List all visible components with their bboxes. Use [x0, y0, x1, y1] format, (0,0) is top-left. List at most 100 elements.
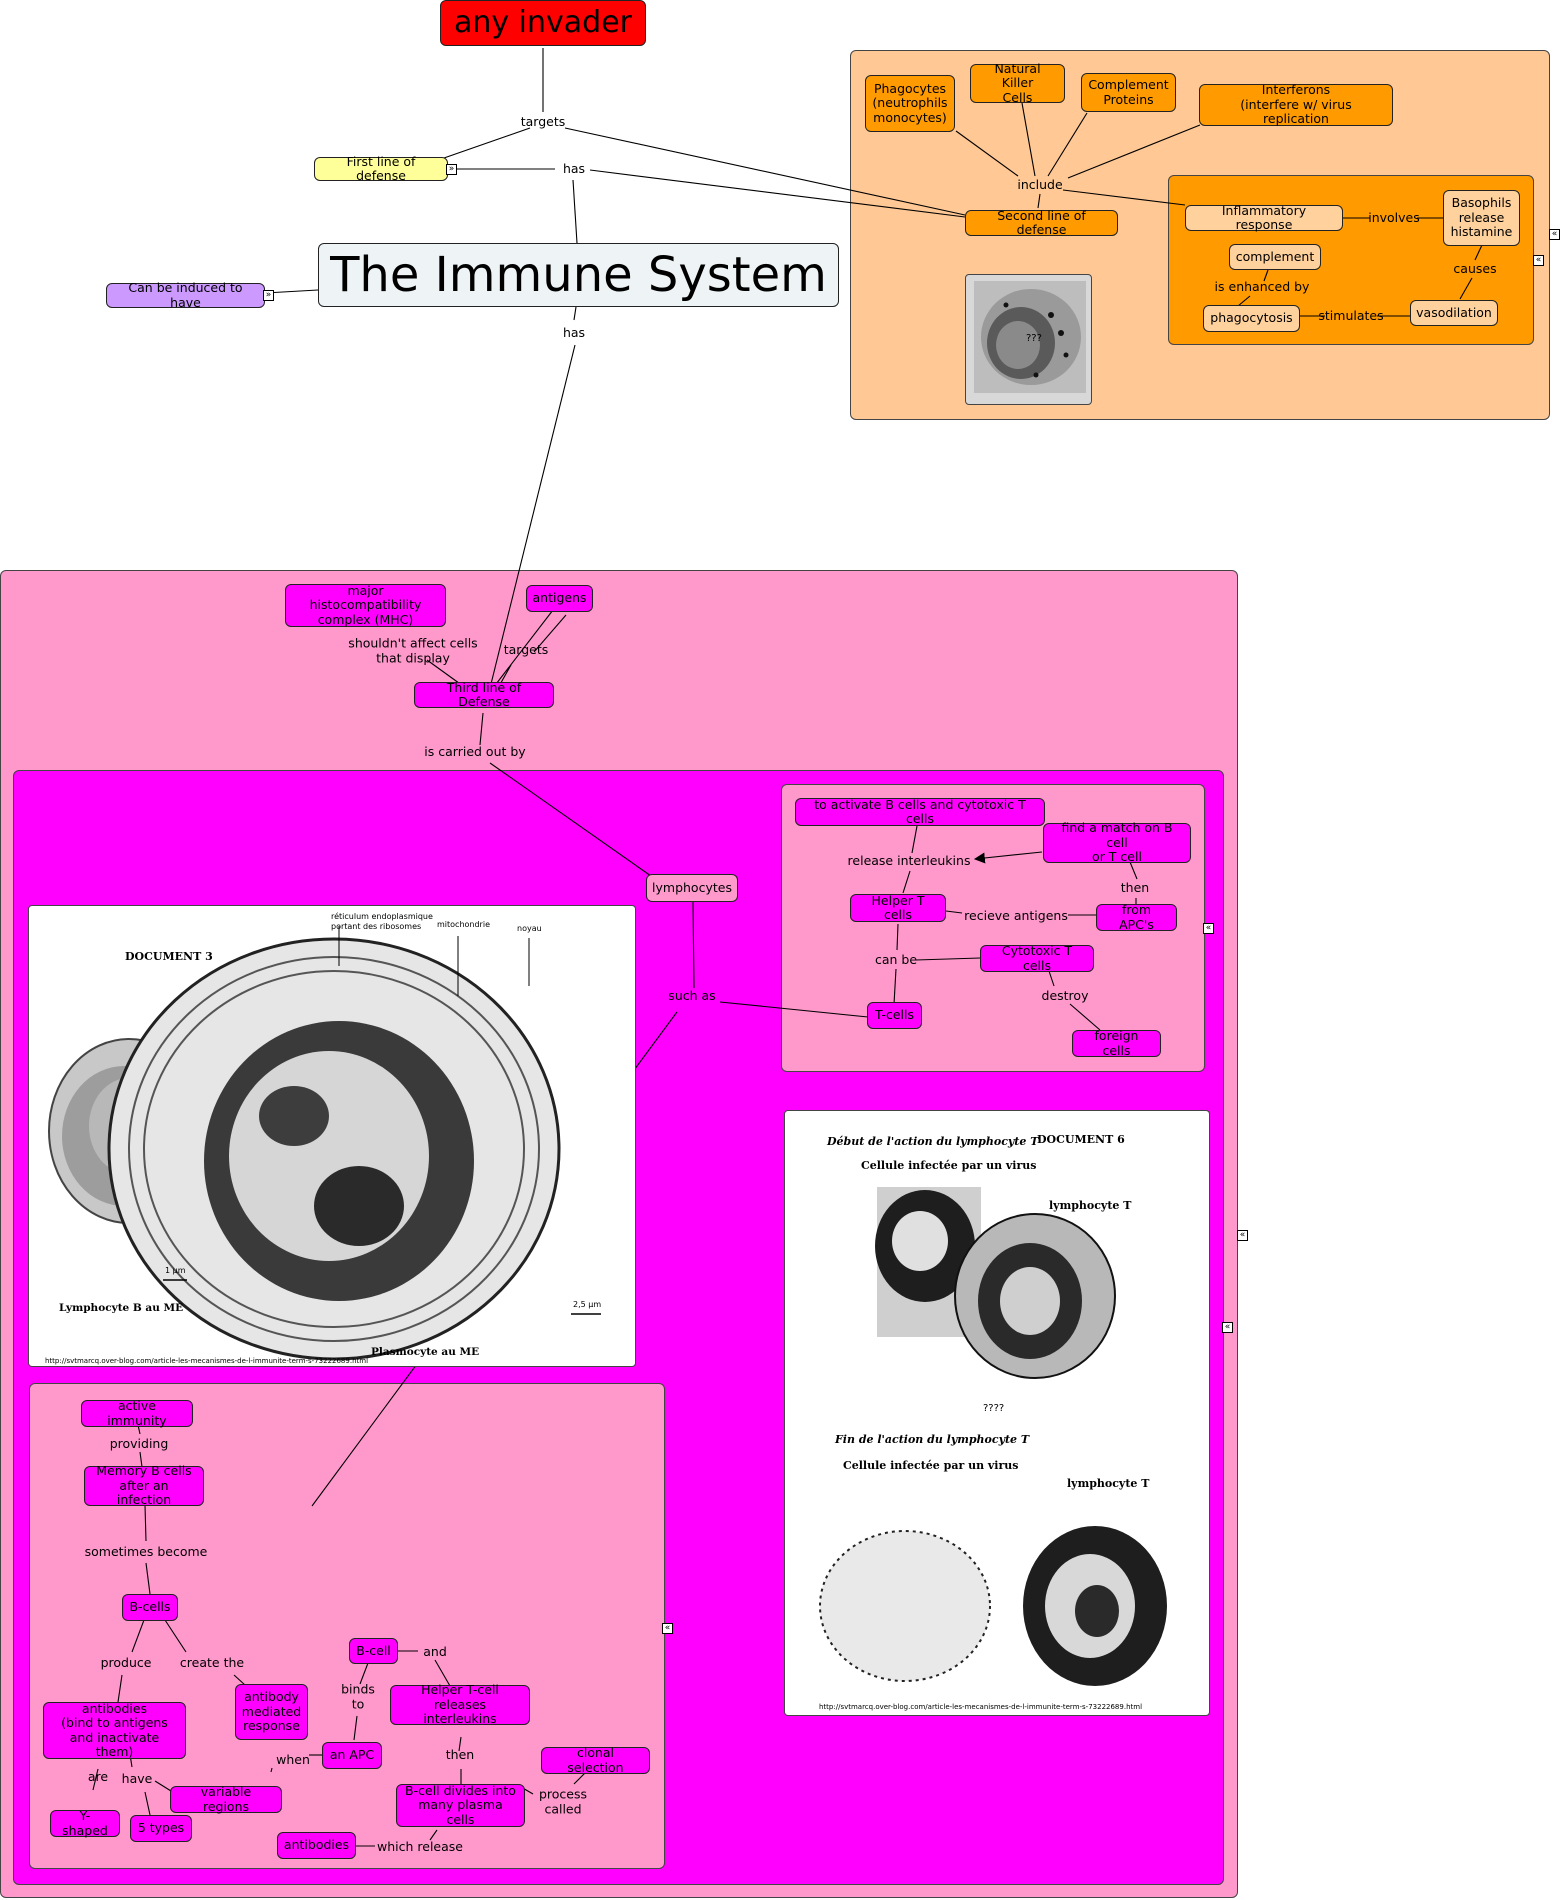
collapse-icon[interactable]: « [1222, 1322, 1233, 1333]
find-match-node[interactable]: find a match on B cell or T cell [1043, 821, 1191, 864]
complement-node[interactable]: complement [1229, 244, 1321, 270]
doc3-lymph-b: Lymphocyte B au ME [59, 1302, 184, 1314]
line [1237, 295, 1251, 307]
cell-micrograph-image: ??? [965, 274, 1092, 405]
b-cells-node[interactable]: B-cells [122, 1594, 178, 1621]
third-line-node[interactable]: Third line of Defense [414, 680, 554, 709]
second-line-node[interactable]: Second line of defense [965, 208, 1118, 237]
image-question-text: ??? [1026, 333, 1042, 344]
line [719, 1001, 869, 1018]
interferons-node[interactable]: Interferons (interfere w/ virus replicat… [1199, 83, 1393, 126]
active-immunity-node[interactable]: active immunity [81, 1398, 193, 1427]
doc6-cellule1: Cellule infectée par un virus [861, 1159, 1037, 1172]
y-shaped-node[interactable]: Y-shaped [50, 1808, 120, 1837]
cytotoxic-node[interactable]: Cytotoxic T cells [980, 943, 1094, 972]
line [154, 1780, 172, 1792]
has-label: has [562, 160, 586, 176]
collapse-icon[interactable]: « [1203, 923, 1214, 934]
doc6-url: http://svtmarcq.over-blog.com/article-le… [819, 1703, 1143, 1711]
phagocytes-node[interactable]: Phagocytes (neutrophils monocytes) [865, 75, 955, 132]
line [353, 1715, 358, 1741]
collapse-icon[interactable]: « [1533, 255, 1544, 266]
mhc-node[interactable]: major histocompatibility complex (MHC) [285, 583, 446, 627]
foreign-cells-node[interactable]: foreign cells [1072, 1028, 1161, 1057]
activate-node[interactable]: to activate B cells and cytotoxic T cell… [795, 797, 1045, 826]
line [270, 1767, 273, 1773]
produce-label: produce [100, 1654, 152, 1670]
nk-cells-node[interactable]: Natural Killer Cells [970, 61, 1065, 105]
create-label: create the [179, 1654, 245, 1670]
lymphocytes-node[interactable]: lymphocytes [646, 874, 738, 902]
stimulates-label: stimulates [1318, 307, 1384, 323]
apc-node[interactable]: an APC [322, 1742, 382, 1769]
helper-t-node[interactable]: Helper T cells [850, 893, 946, 922]
five-types-node[interactable]: 5 types [130, 1815, 192, 1842]
any-invader-node[interactable]: any invader [440, 0, 646, 46]
line [1037, 193, 1041, 209]
expand-icon[interactable]: » [446, 164, 457, 175]
then-label: then [445, 1746, 475, 1762]
then-label: then [1120, 879, 1150, 895]
targets-label: targets [503, 641, 549, 657]
bcell-group [29, 1383, 665, 1869]
line [573, 1771, 587, 1785]
line [164, 1619, 187, 1653]
collapse-icon[interactable]: « [1549, 229, 1560, 240]
line [92, 1768, 99, 1791]
induced-node[interactable]: Can be induced to have [106, 280, 265, 309]
doc6-lymph-t2: lymphocyte T [1067, 1477, 1150, 1490]
helper-rel-node[interactable]: Helper T-cell releases interleukins [390, 1683, 530, 1726]
has-label: has [562, 324, 586, 340]
inflammatory-node[interactable]: Inflammatory response [1185, 203, 1343, 232]
enhanced-label: is enhanced by [1214, 278, 1310, 294]
variable-regions-node[interactable]: variable regions [170, 1784, 282, 1813]
line [145, 1562, 151, 1595]
doc3-scale1: 1 µm [165, 1266, 186, 1275]
line [233, 1674, 246, 1686]
carried-out-label: is carried out by [424, 743, 526, 759]
first-line-node[interactable]: First line of defense [314, 154, 448, 183]
providing-label: providing [109, 1435, 169, 1451]
antigens-node[interactable]: antigens [526, 585, 593, 612]
line [144, 1791, 151, 1816]
antibodies-node[interactable]: antibodies (bind to antigens and inactiv… [43, 1701, 186, 1759]
line [902, 870, 911, 894]
line [1263, 269, 1269, 282]
line [443, 127, 531, 159]
expand-icon[interactable]: » [263, 290, 274, 301]
line [492, 609, 554, 689]
clonal-node[interactable]: clonal selection [541, 1745, 650, 1774]
line [426, 659, 464, 687]
basophils-node[interactable]: Basophils release histamine [1443, 190, 1520, 246]
line [911, 825, 918, 854]
line [1459, 277, 1473, 300]
binds-to-label: binds to [341, 1681, 375, 1711]
doc3-ret-label: réticulum endoplasmique portant des ribo… [331, 912, 433, 931]
divides-node[interactable]: B-cell divides into many plasma cells [396, 1783, 525, 1827]
and-label: and [423, 1643, 447, 1659]
phagocytosis-node[interactable]: phagocytosis [1203, 305, 1300, 332]
causes-label: causes [1453, 260, 1497, 276]
from-apc-node[interactable]: from APC's [1096, 902, 1177, 931]
vasodilation-node[interactable]: vasodilation [1410, 300, 1498, 326]
collapse-icon[interactable]: « [1237, 1230, 1248, 1241]
line [1069, 1003, 1101, 1031]
collapse-icon[interactable]: « [662, 1623, 673, 1634]
t-cells-node[interactable]: T-cells [867, 1002, 922, 1029]
memory-b-node[interactable]: Memory B cells after an infection [84, 1464, 204, 1507]
doc3-plasmo: Plasmocyte au ME [371, 1346, 480, 1358]
line [564, 127, 966, 216]
complement-proteins-node[interactable]: Complement Proteins [1081, 73, 1176, 112]
line [489, 762, 652, 877]
line [458, 1736, 462, 1752]
line [139, 1451, 143, 1468]
destroy-label: destroy [1041, 987, 1089, 1003]
line [144, 1504, 147, 1542]
line [896, 923, 899, 951]
recieve-label: recieve antigens [964, 907, 1068, 923]
b-cell-node[interactable]: B-cell [349, 1638, 398, 1664]
line [131, 1619, 145, 1653]
ab-mediated-node[interactable]: antibody mediated response [235, 1684, 308, 1740]
antibodies-2-node[interactable]: antibodies [277, 1832, 356, 1859]
line [479, 712, 484, 746]
